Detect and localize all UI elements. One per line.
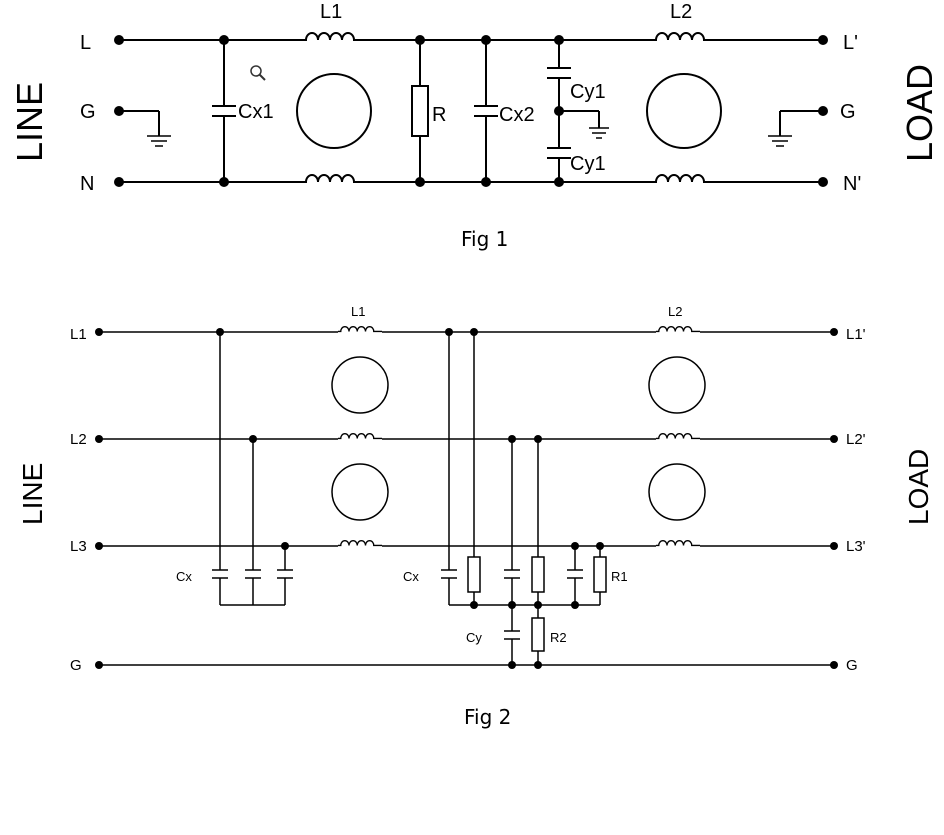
- fig2-junction-dots: [95, 328, 838, 669]
- fig2-l2-core-upper: [648, 356, 706, 414]
- fig1-terminal-l: L: [80, 32, 91, 54]
- fig2-cx-r-right-bank: [441, 332, 607, 665]
- magnifier-icon[interactable]: [249, 64, 267, 82]
- fig2-terminal-l1: L1: [70, 326, 87, 343]
- fig1: LINE LOAD L G N L' G N' L1 L2: [9, 1, 940, 251]
- fig1-line-ground: [119, 110, 171, 147]
- fig1-cx1-label: Cx1: [238, 101, 274, 123]
- fig1-terminal-g: G: [80, 101, 96, 123]
- fig1-l2-top-coil: [651, 32, 717, 41]
- fig2-l2-coil-c: [655, 539, 701, 547]
- fig2-l1-coil-a: [337, 325, 383, 333]
- fig1-line-label: LINE: [9, 82, 50, 162]
- fig1-l2-label: L2: [670, 1, 692, 23]
- fig2-terminal-l3-prime: L3': [846, 538, 866, 555]
- fig2-l1-label: L1: [351, 304, 365, 319]
- fig2-cx-left-bank: [212, 332, 293, 606]
- fig1-l2-bottom-coil: [651, 174, 717, 183]
- fig1-cx2-label: Cx2: [499, 104, 535, 126]
- fig2-cx-right-label: Cx: [403, 569, 419, 584]
- fig2-l1-coil-c: [337, 539, 383, 547]
- fig2-cx-left-label: Cx: [176, 569, 192, 584]
- fig2-l2-core-lower: [648, 463, 706, 521]
- fig2: LINE LOAD L1 L2 L3 G L1' L2' L3' G L1 L2: [17, 304, 934, 729]
- fig1-load-label: LOAD: [899, 64, 940, 162]
- fig1-l1-label: L1: [320, 1, 342, 23]
- fig2-terminal-l1-prime: L1': [846, 326, 866, 343]
- fig1-resistor: [411, 40, 429, 182]
- fig2-rails: [99, 331, 834, 666]
- fig1-l1-core: [296, 73, 372, 149]
- fig2-caption: Fig 2: [464, 705, 511, 729]
- fig1-cx1-capacitor: [212, 40, 236, 182]
- fig2-terminal-l3: L3: [70, 538, 87, 555]
- fig2-r1-label: R1: [611, 569, 628, 584]
- fig1-cy1-bottom-label: Cy1: [570, 153, 606, 175]
- fig2-terminal-g: G: [70, 657, 82, 674]
- fig2-l1-coil-b: [337, 432, 383, 440]
- fig1-l1-top-coil: [301, 32, 367, 41]
- fig2-r2-label: R2: [550, 630, 567, 645]
- fig1-terminal-l-prime: L': [843, 32, 858, 54]
- fig2-line-label: LINE: [17, 463, 48, 525]
- fig2-l1-core-upper: [331, 356, 389, 414]
- fig2-terminal-l2-prime: L2': [846, 431, 866, 448]
- fig2-l1-core-lower: [331, 463, 389, 521]
- fig1-terminal-n-prime: N': [843, 173, 861, 195]
- fig2-l2-coil-a: [655, 325, 701, 333]
- fig1-l1-bottom-coil: [301, 174, 367, 183]
- fig1-terminal-g-load: G: [840, 101, 856, 123]
- fig2-terminal-g-load: G: [846, 657, 858, 674]
- fig2-load-label: LOAD: [903, 449, 934, 525]
- fig1-cx2-capacitor: [474, 40, 498, 182]
- fig2-l2-label: L2: [668, 304, 682, 319]
- fig1-l2-core: [646, 73, 722, 149]
- fig2-cy-label: Cy: [466, 630, 482, 645]
- fig1-load-ground: [768, 110, 823, 147]
- fig1-r-label: R: [432, 104, 446, 126]
- fig2-terminal-l2: L2: [70, 431, 87, 448]
- fig1-junction-dots: [114, 35, 828, 187]
- fig2-l2-coil-b: [655, 432, 701, 440]
- fig1-caption: Fig 1: [461, 227, 508, 251]
- fig1-cy1-top-label: Cy1: [570, 81, 606, 103]
- fig1-terminal-n: N: [80, 173, 94, 195]
